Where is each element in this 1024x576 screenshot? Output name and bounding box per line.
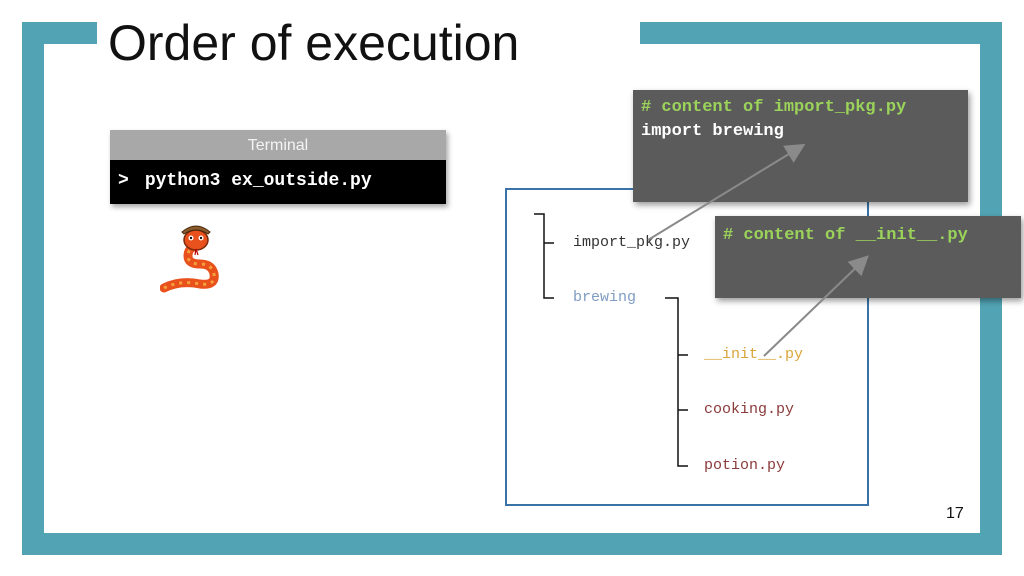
- callout-init: # content of __init__.py: [715, 216, 1021, 298]
- callout-import-pkg: # content of import_pkg.py import brewin…: [633, 90, 968, 202]
- frame-left: [22, 22, 44, 555]
- page-number: 17: [946, 505, 964, 522]
- file-import-pkg[interactable]: import_pkg.py: [573, 234, 691, 251]
- python-snake-icon: [160, 225, 219, 293]
- frame-top-right: [640, 22, 1002, 44]
- terminal-command: python3 ex_outside.py: [144, 171, 372, 191]
- file-potion[interactable]: potion.py: [704, 457, 786, 474]
- frame-bottom: [22, 533, 1002, 555]
- callout-import-pkg-comment: # content of import_pkg.py: [641, 98, 907, 117]
- file-init[interactable]: __init__.py: [704, 346, 804, 363]
- callout-import-pkg-code: import brewing: [641, 122, 784, 141]
- terminal-prompt: >: [118, 171, 129, 191]
- file-cooking[interactable]: cooking.py: [704, 401, 795, 418]
- folder-brewing[interactable]: brewing: [573, 289, 637, 306]
- slide-title: Order of execution: [108, 15, 520, 71]
- terminal-header: Terminal: [110, 130, 446, 160]
- callout-init-comment: # content of __init__.py: [723, 226, 968, 245]
- terminal-window: Terminal > python3 ex_outside.py: [110, 130, 446, 204]
- terminal-body: > python3 ex_outside.py: [110, 160, 446, 204]
